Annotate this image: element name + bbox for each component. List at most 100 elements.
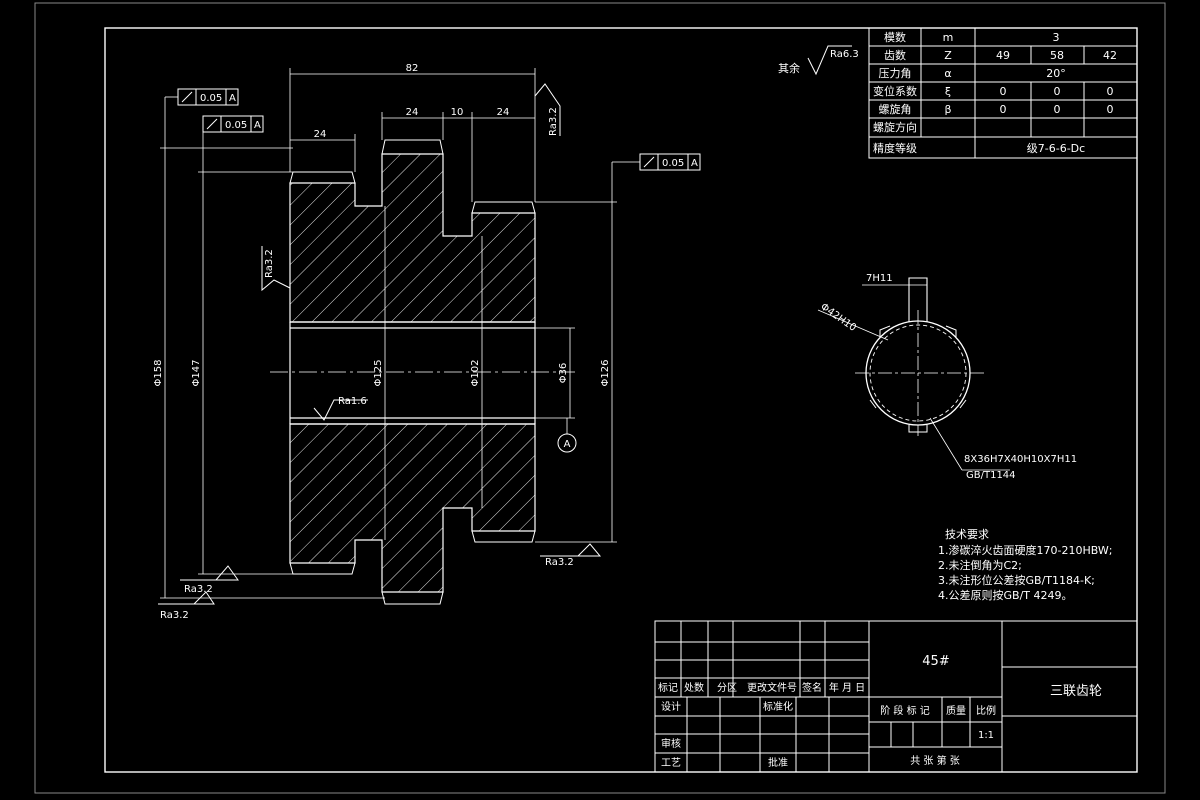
roughness-label-bottom-2: Ra3.2: [160, 610, 189, 621]
general-roughness-note: 其余 Ra6.3: [778, 45, 859, 76]
gt-sym-teeth: Z: [944, 49, 952, 62]
tolerance-frame-1: 0.05 A: [164, 88, 239, 148]
tol-datum-1: A: [229, 93, 236, 104]
roughness-other-value: Ra6.3: [830, 49, 859, 60]
dim-width-3: 10: [451, 107, 464, 118]
title-block-grid: [654, 620, 1138, 773]
gt-sym-pressure: α: [944, 67, 951, 80]
tol-value-3: 0.05: [662, 158, 684, 169]
spline-spec-label: 8X36H7X40H10X7H11: [964, 454, 1077, 465]
keyway-dimension: [862, 280, 928, 290]
gear-table-text: 模数 m 3 齿数 Z 49 58 42 压力角 α 20° 变位系数 ξ 0 …: [873, 31, 1117, 155]
dim-dia-36: Φ36: [558, 363, 569, 384]
gt-val-pressure: 20°: [1046, 67, 1066, 80]
gt-label-module: 模数: [884, 31, 906, 44]
tolerance-frame-3: 0.05 A: [611, 153, 701, 202]
tech-req-item-3: 3.未注形位公差按GB/T1184-K;: [938, 573, 1095, 587]
tb-change-doc: 更改文件号: [747, 681, 797, 694]
gt-val-accuracy: 级7-6-6-Dc: [1027, 142, 1085, 155]
gear-section-hatch: [289, 153, 536, 593]
sheet-outer-border: [34, 2, 1166, 794]
gt-val-helix-3: 0: [1107, 103, 1114, 116]
tb-mark: 标记: [658, 682, 678, 694]
roughness-symbol-icon: [261, 246, 291, 292]
gt-sym-helix: β: [944, 103, 951, 116]
roughness-label-bottom-3: Ra3.2: [545, 557, 574, 568]
dim-dia-125: Φ125: [373, 360, 384, 387]
runout-icon: [643, 156, 655, 168]
runout-icon: [181, 91, 193, 103]
gt-val-teeth-1: 49: [996, 49, 1010, 62]
gt-label-teeth: 齿数: [884, 49, 906, 62]
spline-leader: [929, 417, 963, 471]
gt-sym-shift: ξ: [945, 85, 951, 98]
technical-requirements: 技术要求 1.渗碳淬火齿面硬度170-210HBW; 2.未注倒角为C2; 3.…: [938, 528, 1112, 602]
dim-dia-102: Φ102: [470, 360, 481, 387]
tb-review: 审核: [661, 737, 681, 750]
tb-process: 工艺: [661, 757, 681, 769]
gt-label-direction: 螺旋方向: [873, 120, 917, 134]
gt-val-shift-3: 0: [1107, 85, 1114, 98]
roughness-symbol-icon: [180, 565, 239, 581]
bore-leader: [817, 309, 889, 341]
tb-count: 处数: [684, 681, 704, 694]
tb-standardize: 标准化: [763, 700, 793, 713]
roughness-label-top: Ra3.2: [548, 107, 559, 136]
tech-req-title: 技术要求: [945, 528, 989, 541]
datum-a-marker: A: [557, 418, 577, 453]
roughness-symbol-icon: [540, 543, 602, 557]
roughness-label-bottom-1: Ra3.2: [184, 584, 213, 595]
dim-width-4: 24: [497, 107, 510, 118]
tb-scale-label: 比例: [976, 704, 996, 717]
bore-outline: [289, 321, 536, 425]
tol-value-1: 0.05: [200, 93, 222, 104]
top-dimensions: [289, 68, 536, 202]
tol-datum-3: A: [691, 158, 698, 169]
gt-label-accuracy: 精度等级: [873, 141, 917, 155]
gt-label-helix: 螺旋角: [879, 102, 912, 116]
tb-zone: 分区: [717, 682, 737, 694]
runout-icon: [206, 118, 218, 130]
spline-end-view: [855, 277, 985, 436]
tech-req-item-4: 4.公差原则按GB/T 4249。: [938, 588, 1072, 602]
diameter-dimension-lines: [160, 147, 617, 599]
title-block-text: 标记 处数 分区 更改文件号 签名 年 月 日 设计 标准化 审核 工艺 批准 …: [658, 681, 996, 769]
tb-material: 45#: [922, 654, 949, 669]
dim-dia-126: Φ126: [600, 360, 611, 387]
datum-a-label: A: [564, 439, 571, 450]
tb-part-name: 三联齿轮: [1050, 684, 1102, 699]
tb-weight: 质量: [946, 705, 966, 717]
tech-req-item-2: 2.未注倒角为C2;: [938, 558, 1022, 572]
gt-val-shift-1: 0: [1000, 85, 1007, 98]
gt-label-shift: 变位系数: [873, 84, 917, 98]
roughness-symbol-icon: [807, 45, 852, 76]
roughness-label-bore: Ra1.6: [338, 396, 367, 407]
gear-parameter-table: [868, 27, 1138, 159]
gt-label-pressure: 压力角: [879, 67, 912, 80]
tb-design: 设计: [661, 700, 681, 713]
roughness-symbol-icon: [534, 83, 561, 136]
tb-stage-mark: 阶 段 标 记: [880, 704, 930, 717]
drawing-frame: [104, 27, 1138, 773]
tolerance-frame-2: 0.05 A: [202, 115, 264, 172]
gt-val-shift-2: 0: [1054, 85, 1061, 98]
gt-val-helix-1: 0: [1000, 103, 1007, 116]
tol-value-2: 0.05: [225, 120, 247, 131]
dim-dia-147: Φ147: [191, 360, 202, 387]
tb-sign: 签名: [802, 681, 822, 694]
roughness-marks: [158, 83, 602, 605]
tb-approve: 批准: [768, 756, 788, 769]
keyway-width-label: 7H11: [866, 273, 893, 284]
dim-dia-158: Φ158: [153, 360, 164, 387]
dim-width-2: 24: [406, 107, 419, 118]
tech-req-item-1: 1.渗碳淬火齿面硬度170-210HBW;: [938, 543, 1112, 557]
tb-scale: 1:1: [978, 730, 994, 741]
roughness-symbol-icon: [313, 399, 368, 421]
dim-overall-length: 82: [406, 63, 419, 74]
gt-val-module: 3: [1053, 31, 1060, 44]
spline-standard-label: GB/T1144: [966, 470, 1016, 481]
roughness-symbol-icon: [158, 591, 215, 605]
tooth-tips: [289, 139, 536, 605]
roughness-other-label: 其余: [778, 61, 800, 75]
